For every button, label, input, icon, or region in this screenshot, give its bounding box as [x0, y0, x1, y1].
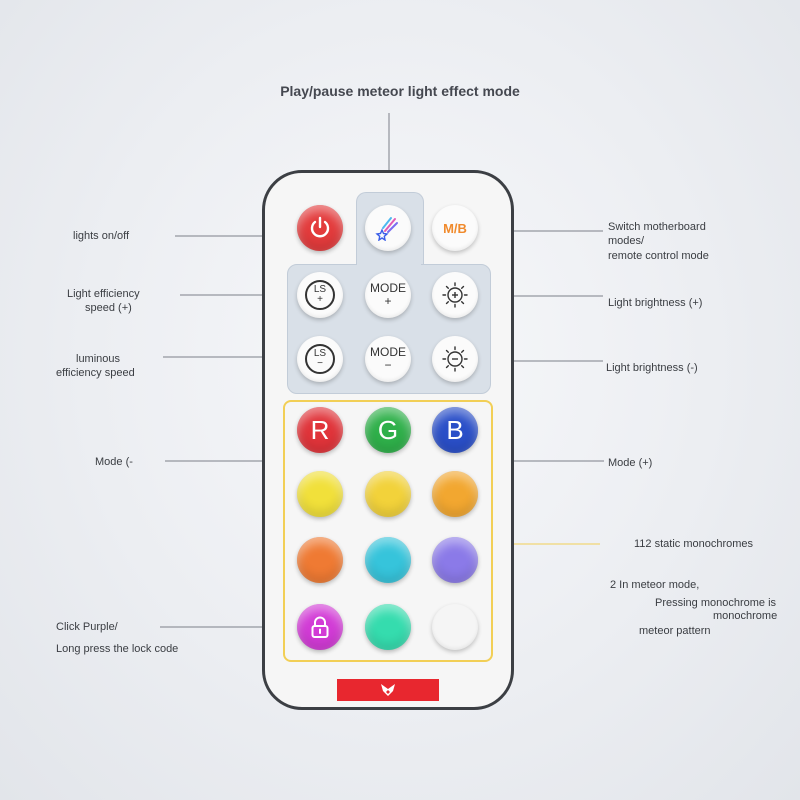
- yellow-button-1[interactable]: [297, 471, 343, 517]
- ls-plus-sign: +: [317, 294, 323, 305]
- label-switch-1: Switch motherboard: [608, 221, 706, 233]
- label-eff-speed-plus-1: Light efficiency: [67, 288, 140, 300]
- mint-button[interactable]: [365, 604, 411, 650]
- label-click-purple: Click Purple/: [56, 621, 118, 633]
- label-switch-2: modes/: [608, 235, 645, 247]
- label-lum-speed-2: efficiency speed: [56, 367, 135, 379]
- label-meteor-4: meteor pattern: [639, 625, 711, 637]
- cyan-button[interactable]: [365, 537, 411, 583]
- label-switch-3: remote control mode: [608, 250, 709, 262]
- ls-minus-ring: LS −: [305, 344, 335, 374]
- sun-minus-icon: [442, 346, 468, 372]
- label-lights-onoff: lights on/off: [73, 230, 130, 242]
- label-long-press: Long press the lock code: [56, 643, 179, 655]
- yellow-button-2[interactable]: [365, 471, 411, 517]
- panel-joint: [357, 262, 421, 266]
- label-mode-minus: Mode (-: [95, 456, 133, 468]
- brand-logo: [337, 679, 439, 701]
- lock-icon: [311, 616, 329, 638]
- mode-minus-label: MODE: [370, 345, 406, 359]
- blue-label: B: [446, 414, 464, 445]
- mode-plus-label: MODE: [370, 281, 406, 295]
- label-meteor-3: monochrome: [713, 610, 778, 622]
- orange-button-2[interactable]: [297, 537, 343, 583]
- blue-button[interactable]: B: [432, 407, 478, 453]
- white-button[interactable]: [432, 604, 478, 650]
- power-icon: [310, 216, 330, 238]
- label-bright-plus: Light brightness (+): [608, 297, 703, 309]
- power-button[interactable]: [297, 205, 343, 251]
- label-lum-speed-1: luminous: [76, 353, 121, 365]
- label-static-mono: 112 static monochromes: [634, 538, 754, 550]
- sun-plus-icon: [442, 282, 468, 308]
- mode-minus-button[interactable]: MODE −: [365, 336, 411, 382]
- purple-button[interactable]: [432, 537, 478, 583]
- green-button[interactable]: G: [365, 407, 411, 453]
- ls-plus-ring: LS +: [305, 280, 335, 310]
- mode-plus-sign: +: [384, 294, 392, 308]
- ls-minus-sign: −: [317, 358, 323, 369]
- brand-logo-icon: [381, 684, 395, 696]
- mode-plus-button[interactable]: MODE +: [365, 272, 411, 318]
- mode-minus-sign: −: [384, 358, 392, 372]
- diagram-title: Play/pause meteor light effect mode: [280, 83, 520, 99]
- ls-minus-button[interactable]: LS −: [297, 336, 343, 382]
- brightness-plus-button[interactable]: [432, 272, 478, 318]
- meteor-button[interactable]: [365, 205, 411, 251]
- static-monochrome-outline: [283, 400, 493, 662]
- green-label: G: [377, 414, 399, 445]
- red-label: R: [310, 414, 330, 445]
- ls-plus-button[interactable]: LS +: [297, 272, 343, 318]
- label-meteor-1: 2 In meteor mode,: [610, 579, 700, 591]
- label-bright-minus: Light brightness (-): [606, 362, 698, 374]
- ls-plus-label: LS: [313, 284, 327, 295]
- label-meteor-2: Pressing monochrome is: [655, 597, 777, 609]
- label-mode-plus: Mode (+): [608, 457, 653, 469]
- ls-minus-label: LS: [313, 348, 327, 359]
- magenta-lock-button[interactable]: [297, 604, 343, 650]
- mb-button[interactable]: M/B: [432, 205, 478, 251]
- red-button[interactable]: R: [297, 407, 343, 453]
- label-eff-speed-plus-2: speed (+): [85, 302, 132, 314]
- orange-button-1[interactable]: [432, 471, 478, 517]
- mb-label: M/B: [443, 220, 467, 236]
- brightness-minus-button[interactable]: [432, 336, 478, 382]
- meteor-icon: [375, 217, 398, 241]
